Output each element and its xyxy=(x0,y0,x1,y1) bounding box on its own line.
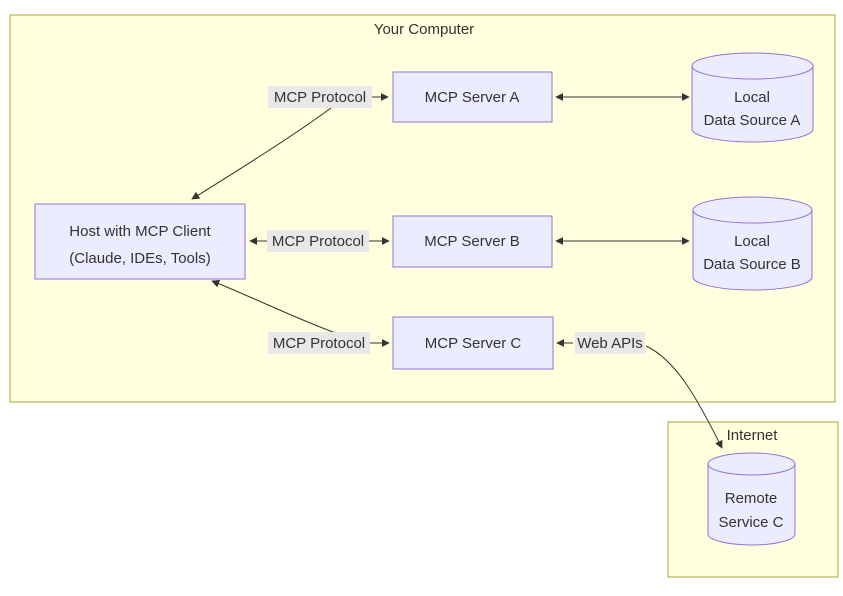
node-host-label-line1: Host with MCP Client xyxy=(69,223,211,240)
edge-label-text: MCP Protocol xyxy=(272,233,364,250)
node-data-source-a-label-line1: Local xyxy=(734,89,770,106)
edge-label-text: Web APIs xyxy=(577,335,643,352)
internet-cluster: Internet xyxy=(667,421,839,578)
edge-label-text: MCP Protocol xyxy=(274,89,366,106)
node-host-label-line2: (Claude, IDEs, Tools) xyxy=(69,250,210,267)
node-data-source-b: Local Data Source B xyxy=(692,196,813,291)
edge-label-mcp-protocol-b: MCP Protocol xyxy=(267,230,369,252)
edge-protocol-a-to-host xyxy=(191,107,332,200)
edge-label-bg xyxy=(267,230,369,252)
node-server-a-box xyxy=(392,71,553,123)
node-host: Host with MCP Client (Claude, IDEs, Tool… xyxy=(34,203,246,280)
node-data-source-a-cylinder-rim xyxy=(691,65,814,80)
node-remote-service-c-label-line1: Remote xyxy=(725,490,778,507)
edge-label-mcp-protocol-c: MCP Protocol xyxy=(268,332,370,354)
edge-label-text: MCP Protocol xyxy=(273,335,365,352)
node-data-source-b-cylinder xyxy=(692,196,813,291)
edge-web-apis-to-remote-service xyxy=(645,345,723,449)
edge-label-bg xyxy=(268,332,370,354)
node-remote-service-c-cylinder-rim xyxy=(707,463,796,476)
node-data-source-b-label-line2: Data Source B xyxy=(703,256,801,273)
node-remote-service-c: Remote Service C xyxy=(707,452,796,546)
node-remote-service-c-cylinder xyxy=(707,452,796,546)
node-server-c-label: MCP Server C xyxy=(425,335,522,352)
node-server-a: MCP Server A xyxy=(392,71,553,123)
node-server-b: MCP Server B xyxy=(392,215,553,268)
edge-label-web-apis: Web APIs xyxy=(575,332,645,354)
node-server-a-label: MCP Server A xyxy=(425,89,520,106)
your-computer-cluster-label: Your Computer xyxy=(374,21,474,38)
node-data-source-b-label-line1: Local xyxy=(734,233,770,250)
node-server-b-label: MCP Server B xyxy=(424,233,520,250)
node-data-source-a: Local Data Source A xyxy=(691,52,814,143)
node-server-c-box xyxy=(392,316,554,370)
edge-label-bg xyxy=(268,86,372,108)
node-data-source-b-cylinder-rim xyxy=(692,209,813,224)
node-server-c: MCP Server C xyxy=(392,316,554,370)
edges xyxy=(191,93,723,449)
node-server-b-box xyxy=(392,215,553,268)
node-data-source-a-cylinder xyxy=(691,52,814,143)
internet-cluster-box xyxy=(667,421,839,578)
edge-label-bg xyxy=(575,332,645,354)
edge-label-mcp-protocol-a: MCP Protocol xyxy=(268,86,372,108)
node-host-box xyxy=(34,203,246,280)
node-remote-service-c-label-line2: Service C xyxy=(718,514,783,531)
internet-cluster-label: Internet xyxy=(727,427,779,444)
node-data-source-a-label-line2: Data Source A xyxy=(704,112,801,129)
